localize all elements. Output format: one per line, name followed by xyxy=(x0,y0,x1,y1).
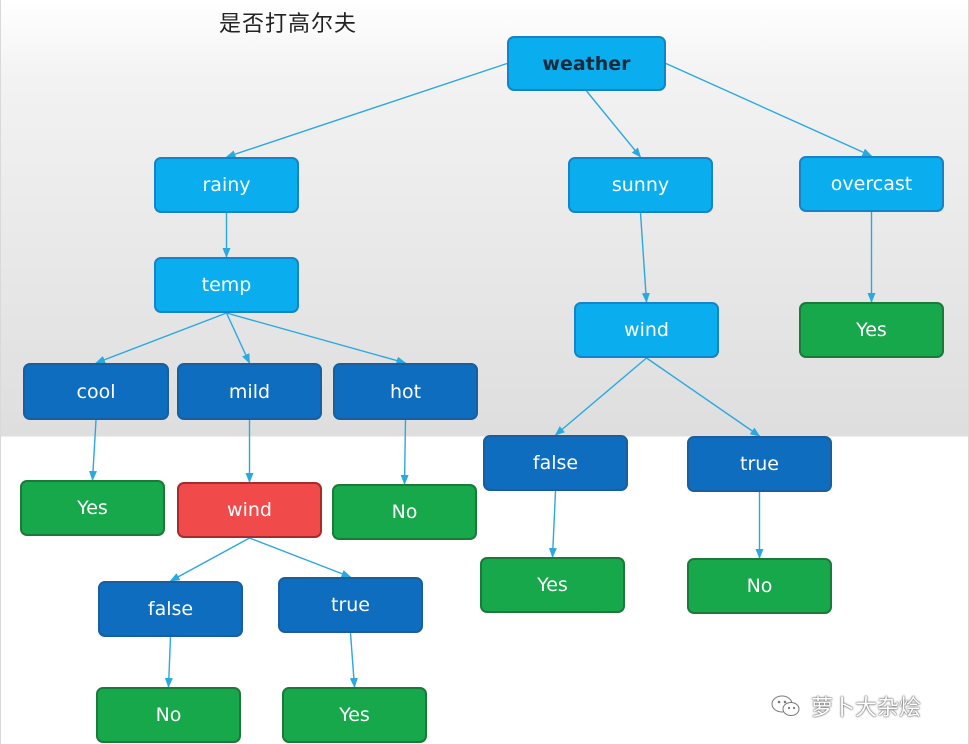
leaf-yes-cool: Yes xyxy=(20,480,165,536)
node-hot: hot xyxy=(333,363,478,420)
diagram-title: 是否打高尔夫 xyxy=(219,12,358,37)
edge-wind_mild-to-true_mild xyxy=(249,537,352,578)
node-false-mild: false xyxy=(98,581,243,637)
wechat-icon xyxy=(771,695,800,716)
node-true-mild: true xyxy=(278,577,423,633)
edge-hot-to-no_hot xyxy=(400,419,409,485)
edge-temp-to-hot xyxy=(226,312,407,365)
edge-weather-to-sunny xyxy=(585,90,642,158)
watermark: 萝卜大杂烩 xyxy=(771,690,921,722)
edge-weather-to-overcast xyxy=(665,62,873,157)
edge-sunny-to-wind_sunny xyxy=(639,212,650,303)
edge-temp-to-cool xyxy=(95,312,227,364)
leaf-yes-true-mild: Yes xyxy=(282,687,427,743)
leaf-yes-false-sunny: Yes xyxy=(480,557,625,613)
node-false-sunny: false xyxy=(483,435,628,491)
leaf-yes-overcast: Yes xyxy=(799,302,944,358)
edge-wind_mild-to-false_mild xyxy=(169,537,250,582)
edge-cool-to-yes_cool xyxy=(89,419,98,481)
edge-temp-to-mild xyxy=(225,312,251,364)
watermark-text: 萝卜大杂烩 xyxy=(811,696,922,721)
node-temp: temp xyxy=(154,257,299,313)
node-sunny: sunny xyxy=(568,157,713,213)
edge-weather-to-rainy xyxy=(225,62,508,158)
node-wind-mild: wind xyxy=(177,482,322,538)
edge-false_sunny-to-yes_false_sunny xyxy=(548,490,557,558)
leaf-no-hot: No xyxy=(332,484,477,540)
leaf-no-false-mild: No xyxy=(96,687,241,743)
node-weather: weather xyxy=(507,36,666,91)
node-cool: cool xyxy=(23,363,169,420)
node-wind-sunny: wind xyxy=(574,302,719,358)
edge-true_mild-to-yes_true_mild xyxy=(349,632,358,688)
edge-wind_sunny-to-false_sunny xyxy=(554,357,647,436)
node-overcast: overcast xyxy=(799,156,944,212)
edge-wind_sunny-to-true_sunny xyxy=(646,357,761,437)
leaf-no-true-sunny: No xyxy=(687,558,832,614)
edge-false_mild-to-no_false_mild xyxy=(164,636,173,688)
node-mild: mild xyxy=(177,363,322,420)
node-true-sunny: true xyxy=(687,436,832,492)
node-rainy: rainy xyxy=(154,157,299,213)
